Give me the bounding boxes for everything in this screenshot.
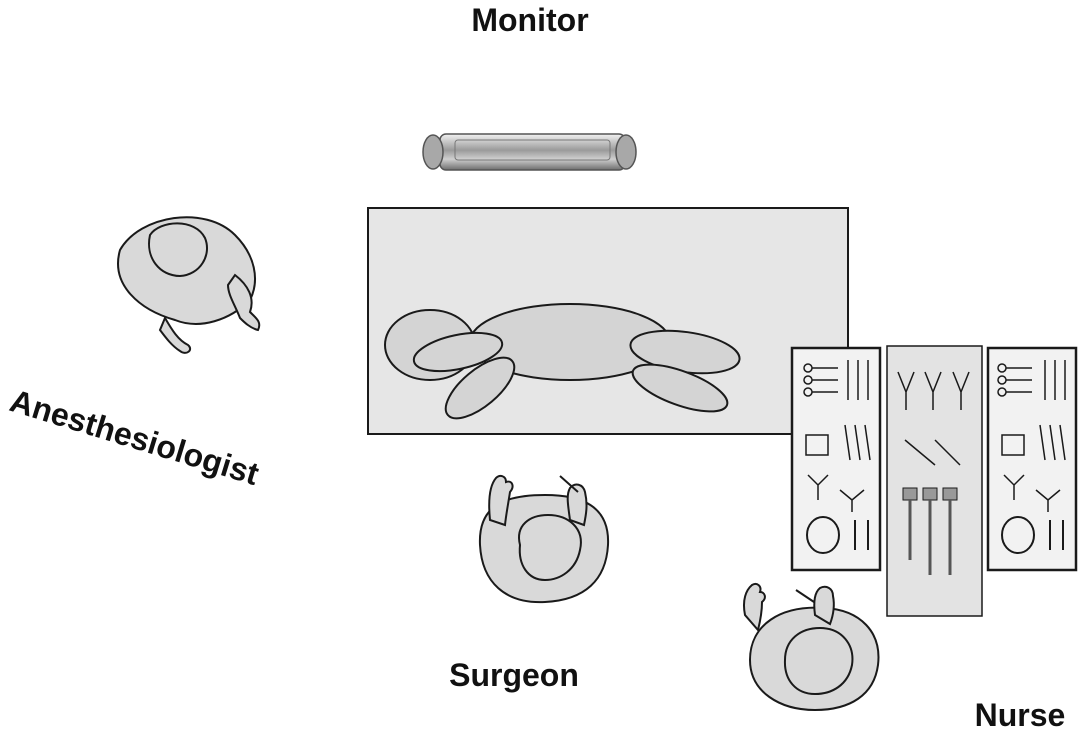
patient-figure <box>384 303 741 420</box>
operating-table <box>367 207 849 435</box>
surgeon-figure <box>478 474 610 604</box>
anesthesiologist-figure <box>117 216 261 354</box>
anesthesiologist-label: Anesthesiologist <box>6 382 263 492</box>
monitor-icon <box>422 133 637 171</box>
nurse-label: Nurse <box>975 697 1066 733</box>
monitor-label: Monitor <box>471 2 588 38</box>
surgeon-label: Surgeon <box>449 657 579 693</box>
surgical-instruments-icon <box>790 345 1078 617</box>
nurse-figure <box>742 582 880 712</box>
